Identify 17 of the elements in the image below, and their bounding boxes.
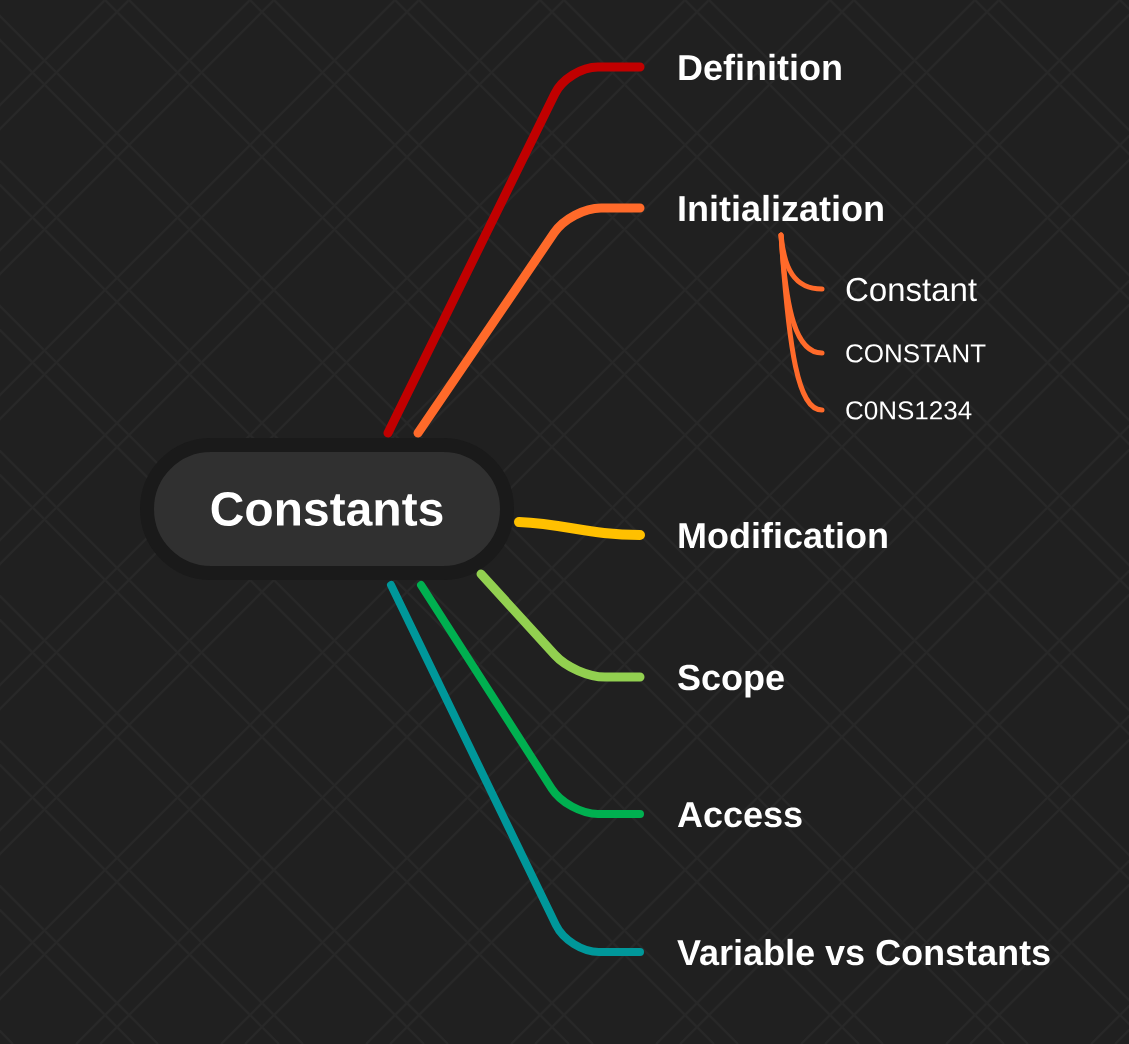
topic-label: Initialization (679, 194, 883, 222)
branch-line (387, 581, 644, 956)
subtopic-label: Constant (846, 277, 977, 302)
branch-line (413, 203, 645, 438)
central-topic-pill: Constants (140, 438, 514, 580)
branch-line (383, 62, 645, 438)
topic-label: Scope (678, 664, 784, 698)
topic-label: Access (677, 802, 802, 828)
branch-line (514, 517, 645, 540)
topic-label: Definition (679, 53, 841, 81)
subtopic-label: C0NS1234 (846, 401, 972, 420)
topic-label: Variable vs Constants (677, 938, 1050, 966)
topic-label: Modification (679, 521, 887, 549)
branch-line (417, 581, 644, 818)
subtopic-label: CONSTANT (846, 344, 986, 363)
branch-line (476, 569, 645, 682)
branch-line (778, 232, 825, 413)
